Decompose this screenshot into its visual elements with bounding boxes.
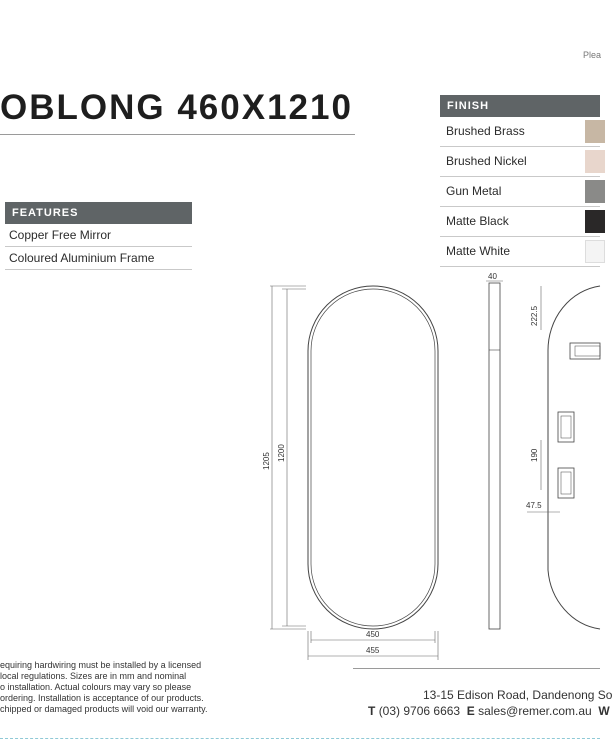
finish-swatch	[585, 150, 605, 173]
disclaimer-line: local regulations. Sizes are in mm and n…	[0, 671, 187, 681]
dim-bracket-top: 222.5	[530, 305, 539, 326]
mirror-front-outline	[307, 285, 439, 630]
footer-divider	[353, 668, 600, 669]
features-panel: FEATURES Copper Free Mirror Coloured Alu…	[5, 202, 192, 270]
disclaimer-line: equiring hardwiring must be installed by…	[0, 660, 202, 670]
finish-label: Matte Black	[446, 214, 509, 228]
dim-bracket-side: 47.5	[526, 501, 542, 510]
finish-row-matte-black: Matte Black	[440, 207, 605, 237]
finish-row-gun-metal: Gun Metal	[440, 177, 605, 207]
finish-panel: FINISH Brushed Brass Brushed Nickel Gun …	[440, 95, 605, 267]
mirror-side-view	[488, 282, 501, 630]
dim-depth: 40	[488, 272, 497, 281]
features-heading: FEATURES	[5, 202, 192, 224]
page-title: OBLONG 460X1210	[0, 88, 353, 127]
finish-label: Brushed Brass	[446, 124, 525, 138]
dim-width-outer: 455	[366, 646, 380, 655]
feature-item: Coloured Aluminium Frame	[5, 247, 192, 270]
dim-height-outer: 1205	[262, 452, 271, 470]
please-note-text: Plea	[583, 50, 602, 60]
contact-line: T (03) 9706 6663 E sales@remer.com.au W	[368, 704, 610, 718]
dim-height-inner: 1200	[277, 444, 286, 462]
mirror-front-inner	[310, 288, 436, 627]
disclaimer-text: equiring hardwiring must be installed by…	[0, 660, 207, 715]
finish-label: Gun Metal	[446, 184, 502, 198]
web-label: W	[598, 704, 610, 718]
bracket-top	[569, 342, 601, 360]
title-divider	[0, 134, 355, 135]
disclaimer-line: chipped or damaged products will void ou…	[0, 704, 208, 714]
finish-row-brushed-brass: Brushed Brass	[440, 117, 605, 147]
page-edge-divider	[0, 738, 600, 739]
dim-bracket-gap: 190	[530, 448, 539, 462]
finish-row-matte-white: Matte White	[440, 237, 605, 267]
bracket-left-upper	[557, 411, 575, 443]
phone-label: T	[368, 704, 376, 718]
finish-swatch	[585, 210, 605, 233]
disclaimer-line: ordering. Installation is acceptance of …	[0, 693, 204, 703]
finish-label: Brushed Nickel	[446, 154, 527, 168]
finish-swatch	[585, 240, 605, 263]
feature-item: Copper Free Mirror	[5, 224, 192, 247]
finish-row-brushed-nickel: Brushed Nickel	[440, 147, 605, 177]
finish-swatch	[585, 120, 605, 143]
finish-label: Matte White	[446, 244, 511, 258]
company-address: 13-15 Edison Road, Dandenong So	[423, 688, 612, 702]
dim-width-inner: 450	[366, 630, 380, 639]
bracket-left-lower	[557, 467, 575, 499]
finish-heading: FINISH	[440, 95, 600, 117]
finish-swatch	[585, 180, 605, 203]
mirror-back-outline	[547, 285, 601, 630]
phone-number[interactable]: (03) 9706 6663	[378, 704, 461, 718]
email-label: E	[466, 704, 475, 718]
email-link[interactable]: sales@remer.com.au	[478, 704, 592, 718]
disclaimer-line: o installation. Actual colours may vary …	[0, 682, 192, 692]
